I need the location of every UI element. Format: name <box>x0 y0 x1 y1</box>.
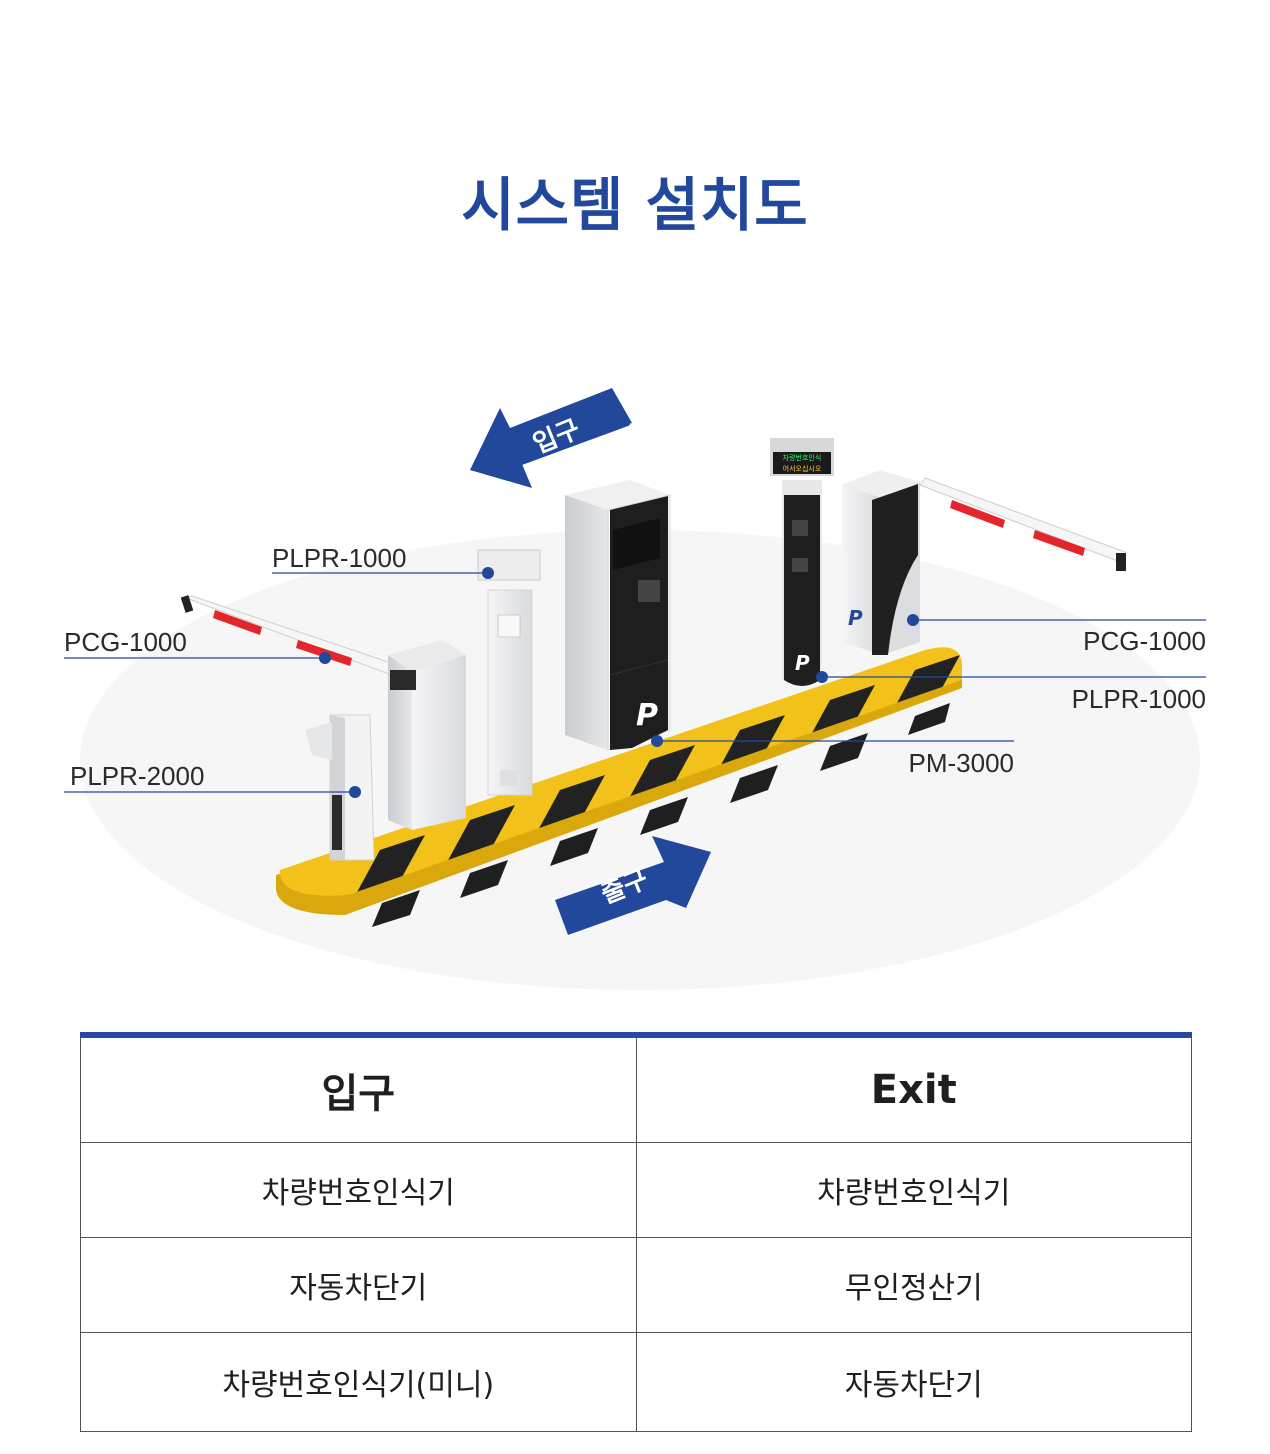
table-cell: 자동차단기 <box>635 1332 1192 1432</box>
table-cell: 차량번호인식기 <box>635 1142 1192 1238</box>
table-cell: 자동차단기 <box>80 1237 637 1333</box>
safety-platform <box>276 647 962 927</box>
table-row: 자동차단기 무인정산기 <box>80 1237 1192 1333</box>
table-cell: 무인정산기 <box>635 1237 1192 1333</box>
callouts: PLPR-1000 PCG-1000 PLPR-2000 PCG-1000 PL… <box>64 543 1206 798</box>
callout-pcg-1000-left: PCG-1000 <box>64 627 187 657</box>
plpr-1000-device-right: 차량번호인식 어서오십시오 P <box>770 438 834 686</box>
installation-diagram: 입구 출구 P <box>64 388 1206 990</box>
svg-text:P: P <box>795 651 810 675</box>
header-entry: 입구 <box>80 1034 637 1143</box>
svg-text:P: P <box>848 606 863 630</box>
equipment-table-wrap: 입구 Exit 차량번호인식기 차량번호인식기 자동차단기 무인정산기 차량번호… <box>80 1032 1192 1432</box>
header-exit: Exit <box>635 1034 1192 1143</box>
barrier-boom-right <box>919 477 1126 571</box>
table-cell: 차량번호인식기(미니) <box>80 1332 637 1432</box>
exit-arrow: 출구 <box>555 836 711 935</box>
display-line-2: 어서오십시오 <box>783 464 822 473</box>
page-title: 시스템 설치도 <box>461 171 809 239</box>
equipment-table: 입구 Exit 차량번호인식기 차량번호인식기 자동차단기 무인정산기 차량번호… <box>80 1032 1192 1432</box>
plpr-1000-device-left <box>477 549 541 796</box>
display-line-1: 차량번호인식 <box>783 453 822 462</box>
callout-pm-3000: PM-3000 <box>909 748 1015 778</box>
svg-text:P: P <box>636 698 658 733</box>
callout-plpr-1000-right: PLPR-1000 <box>1072 684 1206 714</box>
table-cell: 차량번호인식기 <box>80 1142 637 1238</box>
table-row: 차량번호인식기 차량번호인식기 <box>80 1142 1192 1238</box>
callout-plpr-1000-left: PLPR-1000 <box>272 543 406 573</box>
entry-arrow: 입구 <box>470 388 632 488</box>
barrier-gate-left <box>388 640 466 830</box>
table-row: 차량번호인식기(미니) 자동차단기 <box>80 1332 1192 1432</box>
callout-pcg-1000-right: PCG-1000 <box>1083 626 1206 656</box>
barrier-gate-right: P <box>842 470 920 655</box>
pm-3000-device: P <box>565 480 671 751</box>
callout-plpr-2000: PLPR-2000 <box>70 761 204 791</box>
table-header-row: 입구 Exit <box>80 1034 1192 1143</box>
